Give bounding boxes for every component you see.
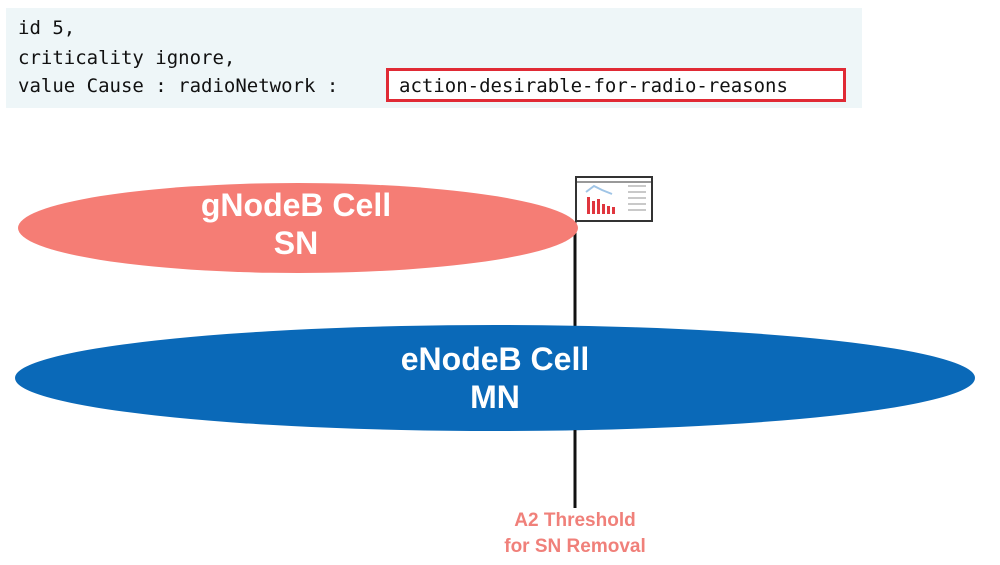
chart-report-icon xyxy=(575,176,653,222)
gnodeb-label: gNodeB Cell SN xyxy=(166,186,426,262)
code-snippet: id 5, criticality ignore, value Cause : … xyxy=(6,8,862,108)
enodeb-role: MN xyxy=(470,379,520,415)
gnodeb-role: SN xyxy=(273,225,319,261)
gnodeb-title: gNodeB Cell xyxy=(200,187,392,223)
enodeb-cell-ellipse xyxy=(15,325,975,431)
code-line-value-cause: value Cause : radioNetwork : xyxy=(18,75,350,97)
cause-highlight-box: action-desirable-for-radio-reasons xyxy=(386,68,846,102)
code-line-criticality: criticality ignore, xyxy=(18,47,236,69)
code-line-id: id 5, xyxy=(18,17,76,39)
threshold-label: A2 Threshold for SN Removal xyxy=(470,508,680,560)
cause-value: action-desirable-for-radio-reasons xyxy=(399,75,788,97)
threshold-label-line2: for SN Removal xyxy=(504,536,646,557)
gnodeb-cell-ellipse xyxy=(18,183,578,273)
enodeb-label: eNodeB Cell MN xyxy=(365,340,625,416)
threshold-label-line1: A2 Threshold xyxy=(514,510,636,531)
enodeb-title: eNodeB Cell xyxy=(400,341,590,377)
